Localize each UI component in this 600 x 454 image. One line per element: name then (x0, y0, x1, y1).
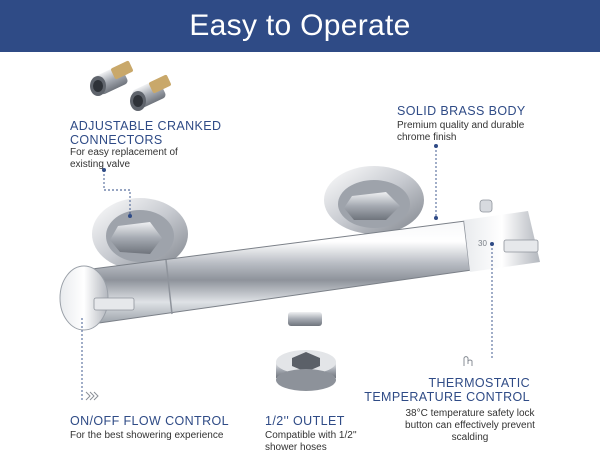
outlet-desc-line2: shower hoses (265, 442, 327, 453)
body-desc-line1: Premium quality and durable (397, 120, 525, 131)
connectors-desc-line1: For easy replacement of (70, 147, 178, 158)
connectors-title: ADJUSTABLE CRANKED CONNECTORS (70, 119, 221, 147)
thermostatic-title-line2: TEMPERATURE CONTROL (364, 390, 530, 404)
thermostatic-desc-line1: 38°C temperature safety lock (405, 408, 535, 419)
flow-desc: For the best showering experience (70, 430, 224, 441)
thermostatic-desc: 38°C temperature safety lock button can … (390, 408, 550, 444)
body-desc-line2: chrome finish (397, 132, 457, 143)
connector-icon (90, 60, 171, 111)
connectors-title-line2: CONNECTORS (70, 133, 163, 147)
hex-nut-icon (276, 350, 336, 391)
leader-lines (81, 146, 493, 402)
mixer-valve-icon (59, 166, 540, 331)
flow-title: ON/OFF FLOW CONTROL (70, 414, 229, 428)
body-title: SOLID BRASS BODY (397, 104, 526, 118)
header-banner: Easy to Operate (0, 0, 600, 52)
connectors-desc: For easy replacement of existing valve (70, 147, 178, 171)
thermostatic-desc-line3: scalding (451, 432, 489, 443)
leader-dots (102, 144, 494, 246)
connectors-desc-line2: existing valve (70, 159, 131, 170)
connectors-title-line1: ADJUSTABLE CRANKED (70, 119, 222, 133)
dial-mark: 30 (478, 239, 487, 248)
outlet-desc: Compatible with 1/2'' shower hoses (265, 430, 357, 454)
thermostatic-title-line1: THERMOSTATIC (428, 376, 530, 390)
page-title: Easy to Operate (189, 9, 411, 42)
thermostatic-desc-line2: button can effectively prevent (405, 420, 535, 431)
thermostatic-title: THERMOSTATIC TEMPERATURE CONTROL (364, 376, 530, 404)
outlet-desc-line1: Compatible with 1/2'' (265, 430, 357, 441)
body-desc: Premium quality and durable chrome finis… (397, 120, 524, 144)
rotate-arrow-icon (85, 391, 99, 401)
push-hand-icon (463, 356, 473, 366)
outlet-title: 1/2'' OUTLET (265, 414, 345, 428)
